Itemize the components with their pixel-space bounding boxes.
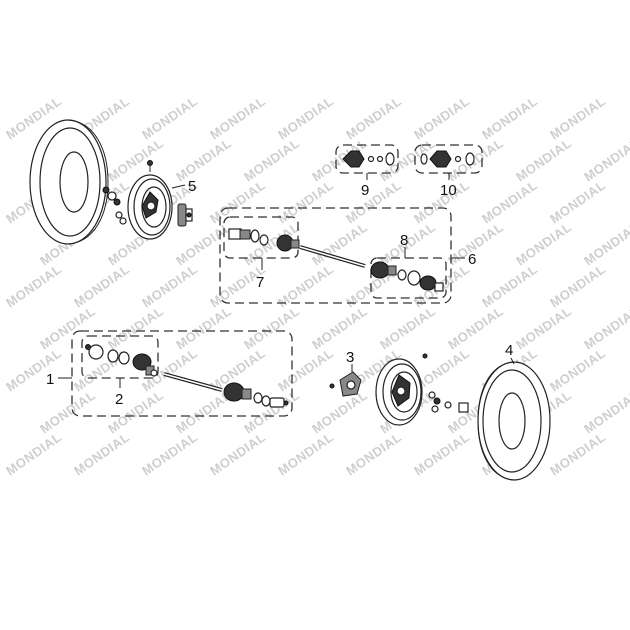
group-7-outline [223,216,299,259]
watermark-text: MONDIAL [207,429,268,478]
rear-wheel-hardware [428,391,469,413]
outer-cv-lower [223,382,289,408]
watermark-text: MONDIAL [411,93,472,142]
lower-axle-shaft [163,372,223,392]
watermark-text: MONDIAL [581,387,630,436]
rear-hub [329,371,362,397]
callout-1: 1 [46,371,54,388]
watermark-text: MONDIAL [275,177,336,226]
front-rim [127,174,173,240]
callout-2: 2 [115,391,123,408]
callout-6: 6 [468,251,476,268]
watermark-text: MONDIAL [343,177,404,226]
callout-9: 9 [361,182,369,199]
callout-8: 8 [400,232,408,249]
watermark-text: MONDIAL [309,303,370,352]
watermark-text: MONDIAL [547,345,608,394]
watermark-text: MONDIAL [411,429,472,478]
watermark-text: MONDIAL [275,93,336,142]
watermark-text: MONDIAL [3,429,64,478]
callout-3: 3 [346,349,354,366]
watermark-text: MONDIAL [581,219,630,268]
watermark-text: MONDIAL [547,93,608,142]
callout-7: 7 [256,274,264,291]
watermark-text: MONDIAL [139,429,200,478]
watermark-text: MONDIAL [581,135,630,184]
watermark-text: MONDIAL [547,429,608,478]
inner-cv-kit-upper [228,228,300,252]
watermark-text: MONDIAL [445,135,506,184]
watermark-text: MONDIAL [513,135,574,184]
group-1-outline [71,330,293,417]
callout-5: 5 [188,178,196,195]
group-8-outline [370,257,447,299]
watermark-text: MONDIAL [479,177,540,226]
watermark-text: MONDIAL [445,303,506,352]
watermark-text: MONDIAL [241,135,302,184]
watermark-text: MONDIAL [105,303,166,352]
watermark-text: MONDIAL [513,303,574,352]
watermark-text: MONDIAL [173,219,234,268]
front-hub [177,203,193,227]
watermark-text: MONDIAL [581,303,630,352]
watermark-text: MONDIAL [37,387,98,436]
upper-axle-shaft [299,245,366,268]
callout-10: 10 [440,182,457,199]
watermark-text: MONDIAL [3,345,64,394]
watermark-text: MONDIAL [173,135,234,184]
watermark-text: MONDIAL [275,345,336,394]
watermark-text: MONDIAL [139,93,200,142]
leader-lines [58,173,515,388]
watermark-text: MONDIAL [139,261,200,310]
watermark-text: MONDIAL [275,429,336,478]
watermark-text: MONDIAL [3,261,64,310]
watermark-text: MONDIAL [479,261,540,310]
watermark-text: MONDIAL [343,429,404,478]
watermark-text: MONDIAL [173,303,234,352]
front-tire-left [29,119,109,245]
watermark-text: MONDIAL [547,261,608,310]
watermark-text: MONDIAL [343,93,404,142]
watermark-text: MONDIAL [207,177,268,226]
watermark-text: MONDIAL [513,219,574,268]
watermark-text: MONDIAL [207,93,268,142]
watermark-text: MONDIAL [377,303,438,352]
callout-labels: 5 6 7 8 9 10 1 2 3 4 [46,178,513,408]
watermark-text: MONDIAL [71,261,132,310]
left-wheel-hardware [102,160,153,225]
watermark-text: MONDIAL [71,429,132,478]
watermark-text: MONDIAL [309,387,370,436]
boot-kit-10-parts [420,150,475,168]
rear-rim [375,353,428,426]
watermark-text: MONDIAL [309,219,370,268]
callout-4: 4 [505,342,513,359]
group-6-outline [219,207,452,304]
rear-tire-right [477,361,551,481]
watermark-text: MONDIAL [547,177,608,226]
inner-cv-kit-lower [85,344,158,377]
watermark-text: MONDIAL [479,93,540,142]
outer-cv-kit-upper [370,261,444,292]
watermark-text: MONDIAL [241,303,302,352]
boot-kit-9-parts [342,150,395,168]
